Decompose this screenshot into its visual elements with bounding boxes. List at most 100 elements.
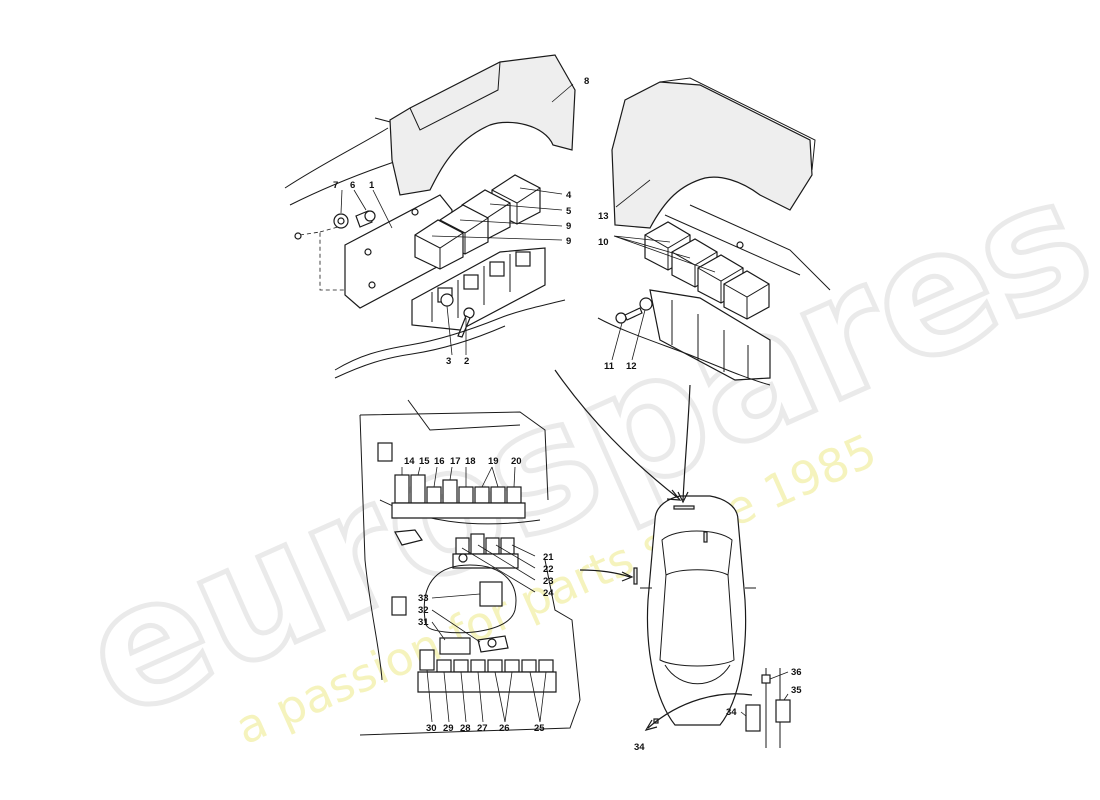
- body-panel-edge: [664, 214, 801, 276]
- relay-33: [479, 581, 503, 607]
- wiring-harness: [334, 299, 566, 371]
- callout-29: 29: [443, 723, 454, 734]
- relay-32-hole: [487, 638, 497, 648]
- car-cabin: [659, 574, 735, 667]
- callout-4: 4: [566, 190, 572, 201]
- callout-33: 33: [418, 593, 429, 604]
- connector: [394, 529, 423, 546]
- callout-19: 19: [488, 456, 499, 467]
- relay-36: [761, 674, 771, 684]
- callout-20: 20: [511, 456, 522, 467]
- callout-27: 27: [477, 723, 488, 734]
- plate-hole: [368, 281, 376, 289]
- plate-hole: [364, 248, 372, 256]
- relay-cover-8: [389, 54, 576, 196]
- wiring-harness: [597, 317, 771, 386]
- arrowhead: [677, 491, 689, 504]
- callout-numbers: 8 7 6 1 4 5 9 9 3 2 13 10 11 12 14 15 16…: [333, 76, 802, 753]
- fixing-nut: [294, 232, 302, 240]
- callout-9: 9: [566, 236, 571, 247]
- screw-11: [624, 307, 643, 321]
- relay-9: [414, 219, 464, 270]
- relay-cover-edge: [659, 77, 816, 171]
- screw-6-head: [364, 210, 376, 222]
- arrow-left-assembly: [554, 369, 679, 499]
- screw-11-head: [615, 312, 627, 324]
- location-arrows: [554, 369, 753, 731]
- arrow-rear-inset: [647, 693, 753, 729]
- lower-relay-panel: [359, 399, 581, 736]
- arrowhead: [644, 719, 658, 731]
- right-relay-assembly: [597, 77, 831, 386]
- car-top-view: [633, 495, 756, 726]
- callout-30: 30: [426, 723, 437, 734]
- arrow-cabin-panel: [579, 569, 631, 578]
- relay-35: [775, 699, 791, 723]
- relay-row-top: [391, 474, 526, 519]
- mounting-guide: [299, 224, 346, 291]
- wiring-harness: [334, 325, 506, 379]
- callout-25: 25: [534, 723, 545, 734]
- relay-31: [439, 637, 471, 655]
- arrow-right-assembly: [682, 384, 691, 501]
- panel-outline: [359, 559, 581, 736]
- callout-9: 9: [566, 221, 571, 232]
- callout-12: 12: [626, 361, 637, 372]
- callout-18: 18: [465, 456, 476, 467]
- callout-17: 17: [450, 456, 461, 467]
- relay-cover-13: [611, 81, 813, 229]
- callout-34: 34: [726, 707, 737, 718]
- grommet: [458, 553, 468, 563]
- rear-relay-inset: [745, 668, 791, 748]
- panel-outline: [359, 414, 383, 681]
- callout-23: 23: [543, 576, 554, 587]
- cabin-relay-panel-marker: [633, 567, 638, 585]
- callout-15: 15: [419, 456, 430, 467]
- relay-cover-edge: [409, 61, 501, 131]
- relay-10: [723, 270, 770, 320]
- left-relay-assembly: [284, 54, 576, 379]
- callout-34: 34: [634, 742, 645, 753]
- callout-21: 21: [543, 552, 554, 563]
- car-body: [646, 495, 747, 726]
- panel-hole: [736, 241, 744, 249]
- callout-22: 22: [543, 564, 554, 575]
- callout-3: 3: [446, 356, 451, 367]
- washer-7-hole: [337, 217, 345, 225]
- callout-5: 5: [566, 206, 572, 217]
- bracket: [377, 442, 393, 462]
- engine-bay-relays: [673, 505, 695, 510]
- arrowhead: [621, 571, 634, 582]
- callout-32: 32: [418, 605, 429, 616]
- callout-28: 28: [460, 723, 471, 734]
- callout-1: 1: [369, 180, 375, 191]
- panel-outline: [359, 411, 549, 501]
- callout-36: 36: [791, 667, 802, 678]
- callout-16: 16: [434, 456, 445, 467]
- callout-8: 8: [584, 76, 589, 87]
- body-panel-edge: [689, 204, 831, 291]
- plate-hole: [411, 208, 419, 216]
- callout-11: 11: [604, 361, 615, 372]
- leader-lines: [340, 83, 789, 723]
- callout-35: 35: [791, 685, 802, 696]
- engine-bay-relays: [703, 531, 708, 543]
- washer-3: [440, 293, 454, 307]
- relay-34: [745, 704, 761, 732]
- relay-row-bottom: [417, 649, 557, 693]
- arrowhead: [666, 489, 682, 501]
- washer-12: [639, 297, 653, 311]
- callout-26: 26: [499, 723, 510, 734]
- callout-14: 14: [404, 456, 415, 467]
- callout-2: 2: [464, 356, 469, 367]
- watermark: eurospares a passion for parts since 198…: [54, 137, 1100, 760]
- relay-base-block: [649, 289, 771, 381]
- car-rear-screen: [664, 664, 731, 685]
- callout-13: 13: [598, 211, 609, 222]
- body-panel-edge: [289, 159, 401, 206]
- callout-31: 31: [418, 617, 429, 628]
- callout-10: 10: [598, 237, 609, 248]
- callout-7: 7: [333, 180, 338, 191]
